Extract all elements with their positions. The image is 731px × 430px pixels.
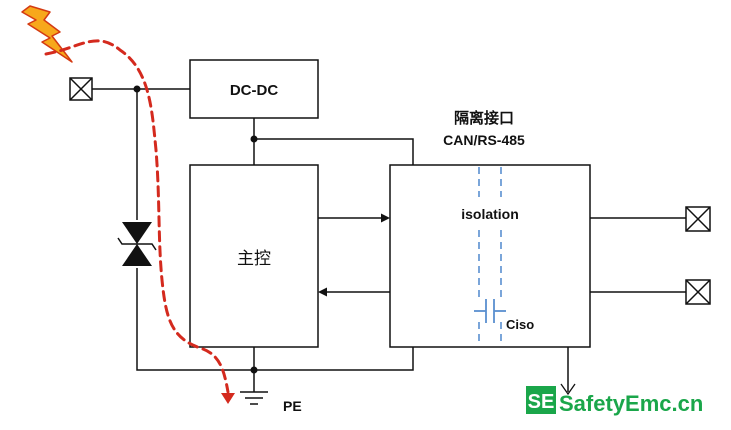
signal-arrows — [318, 213, 390, 297]
isolation-title-en: CAN/RS-485 — [443, 132, 525, 148]
lightning-icon — [21, 5, 73, 63]
isolation-title-cn: 隔离接口 — [454, 109, 514, 127]
watermark-logo: SE SafetyEmc.cn — [526, 386, 703, 416]
isolation-barrier — [478, 167, 502, 345]
ground-icon — [240, 391, 268, 405]
output-terminal-icon — [685, 206, 711, 232]
ciso-capacitor-icon — [474, 299, 506, 323]
pe-label: PE — [283, 398, 302, 414]
surge-current-path — [44, 39, 230, 394]
watermark-badge: SE — [528, 391, 555, 413]
junction-dot — [133, 85, 141, 93]
main-control-label: 主控 — [237, 249, 271, 268]
surge-arrow-icon — [221, 393, 235, 404]
dcdc-label: DC-DC — [230, 82, 278, 99]
wiring — [92, 88, 686, 392]
dcdc-block — [189, 59, 319, 119]
ciso-label: Ciso — [506, 317, 534, 332]
isolation-label: isolation — [461, 206, 519, 222]
main-control-block — [189, 164, 319, 348]
watermark-site: SafetyEmc.cn — [559, 391, 703, 416]
junction-dot — [250, 366, 258, 374]
junction-dot — [250, 135, 258, 143]
iso-ground-icon — [560, 383, 576, 396]
tvs-diode-icon — [117, 222, 157, 266]
isolation-interface-block — [389, 164, 591, 348]
input-terminal-icon — [69, 77, 93, 101]
output-terminal-icon — [685, 279, 711, 305]
